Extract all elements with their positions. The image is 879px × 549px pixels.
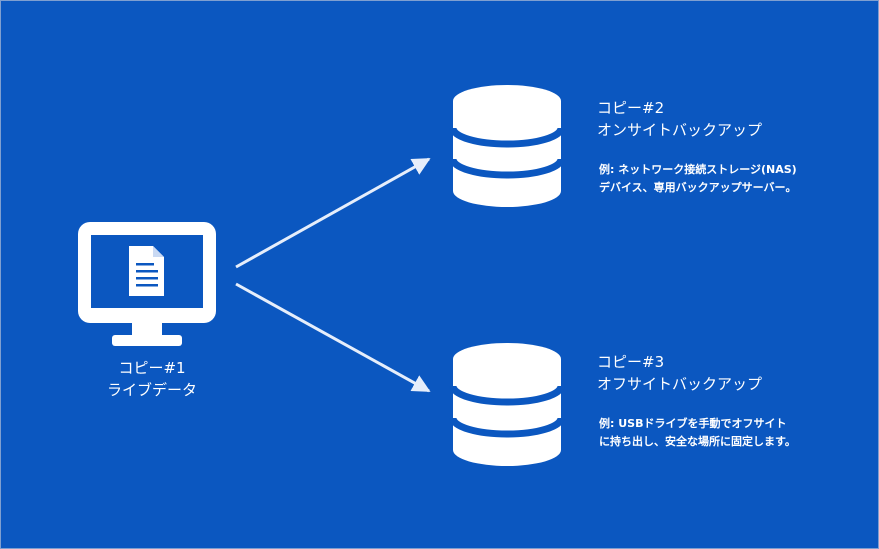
database-icon xyxy=(449,343,565,466)
copy3-desc-line1: 例: USBドライブを手動でオフサイト xyxy=(599,417,787,430)
copy1-subtitle: ライブデータ xyxy=(106,381,197,399)
database-icon xyxy=(449,85,565,207)
copy2-desc-line2: デバイス、専用バックアップサーバー。 xyxy=(599,181,797,194)
copy2-desc-line1: 例: ネットワーク接続ストレージ(NAS) xyxy=(599,163,797,176)
copy2-title-block: コピー#2 オンサイトバックアップ xyxy=(597,97,762,141)
arrow-to-copy2 xyxy=(235,157,431,269)
copy2-description: 例: ネットワーク接続ストレージ(NAS) デバイス、専用バックアップサーバー。 xyxy=(599,161,797,197)
copy1-label: コピー#1 ライブデータ xyxy=(97,357,207,401)
copy3-title-block: コピー#3 オフサイトバックアップ xyxy=(597,351,762,395)
document-icon xyxy=(129,246,164,296)
copy3-subtitle: オフサイトバックアップ xyxy=(597,375,763,393)
copy3-title: コピー#3 xyxy=(597,353,665,371)
copy1-title: コピー#1 xyxy=(118,359,186,377)
copy2-subtitle: オンサイトバックアップ xyxy=(597,121,763,139)
copy2-title: コピー#2 xyxy=(597,99,665,117)
copy3-description: 例: USBドライブを手動でオフサイト に持ち出し、安全な場所に固定します。 xyxy=(599,415,796,451)
arrow-to-copy3 xyxy=(235,282,431,393)
copy3-desc-line2: に持ち出し、安全な場所に固定します。 xyxy=(599,435,796,448)
